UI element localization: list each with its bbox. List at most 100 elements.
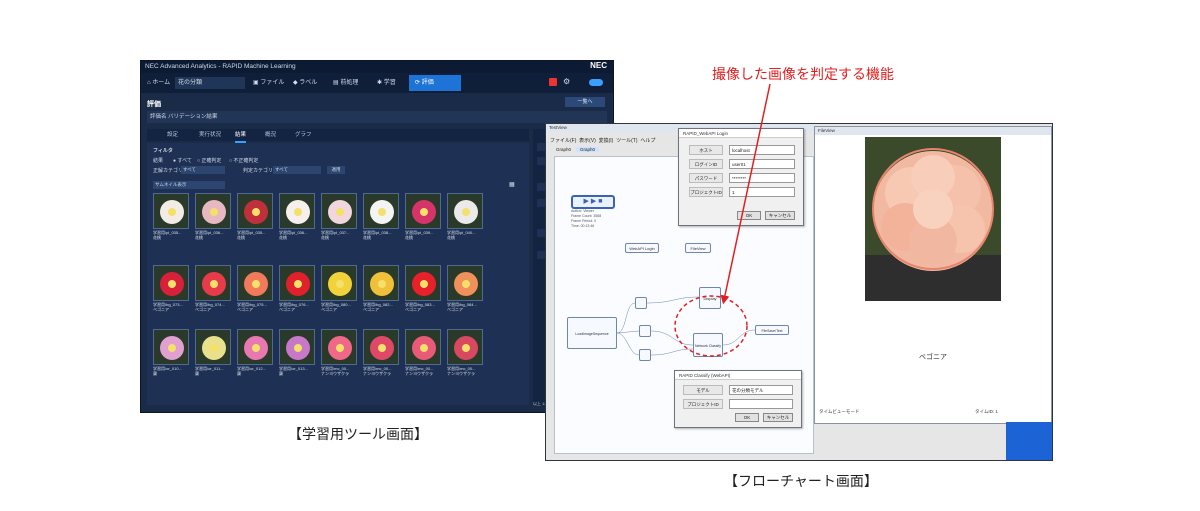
node-load-image[interactable]: LoadImageSequence bbox=[567, 317, 617, 349]
node-split[interactable] bbox=[635, 297, 647, 309]
thumbnail-image[interactable] bbox=[237, 193, 273, 229]
project-select[interactable]: 花の分類 bbox=[175, 77, 245, 89]
notification-icon[interactable] bbox=[549, 78, 557, 86]
thumbnail-image[interactable] bbox=[153, 193, 189, 229]
thumbnail-image[interactable] bbox=[279, 329, 315, 365]
tab-summary[interactable]: 概況 bbox=[265, 132, 277, 138]
filter-option-all[interactable]: ● すべて bbox=[173, 158, 192, 164]
menu-view[interactable]: 表示(V) bbox=[579, 138, 596, 144]
tab-graph0-active[interactable]: Graph0 bbox=[576, 147, 600, 152]
thumbnail-label: ベゴニア bbox=[195, 307, 211, 312]
thumbnail-image[interactable] bbox=[153, 329, 189, 365]
grid-view-icon[interactable]: ▦ bbox=[509, 182, 515, 188]
host-field[interactable]: localhost bbox=[729, 145, 795, 155]
thumbnail-image[interactable] bbox=[321, 265, 357, 301]
node-webapi-login[interactable]: WebAPI Login bbox=[625, 243, 659, 253]
tab-progress[interactable]: 実行状況 bbox=[199, 132, 222, 138]
menu-convert[interactable]: 変換(I) bbox=[598, 138, 614, 144]
viewer-time-status: タイムID: 1 bbox=[975, 409, 998, 414]
flower-center bbox=[294, 344, 302, 352]
tab-settings[interactable]: 設定 bbox=[167, 132, 179, 138]
model-field[interactable]: 花の分類モデル bbox=[729, 385, 793, 395]
info-line: Time: 00:13:46 bbox=[571, 224, 595, 228]
node-network-classify[interactable]: Network Classify bbox=[693, 333, 723, 357]
play-controls[interactable]: ▶ ▶ ■ bbox=[571, 195, 615, 209]
thumbnail-image[interactable] bbox=[153, 265, 189, 301]
nav-file[interactable]: ▣ ファイル bbox=[253, 77, 284, 89]
nav-home-label: ホーム bbox=[152, 80, 171, 86]
thumbnail-image[interactable] bbox=[279, 265, 315, 301]
menu-file[interactable]: ファイル(F) bbox=[550, 138, 577, 144]
nav-preprocess[interactable]: ▤ 前処理 bbox=[333, 77, 358, 89]
login-ok-button[interactable]: OK bbox=[737, 211, 761, 220]
category-select[interactable]: すべて bbox=[181, 166, 225, 174]
flower-center bbox=[252, 344, 260, 352]
login-id-field[interactable]: user01 bbox=[729, 159, 795, 169]
thumbnail-image[interactable] bbox=[363, 329, 399, 365]
thumbnail-caption: 学習用/bg_073... bbox=[153, 302, 183, 307]
tab-graph[interactable]: グラフ bbox=[295, 132, 312, 138]
thumbnail-image[interactable] bbox=[321, 329, 357, 365]
toggle-switch[interactable] bbox=[589, 79, 603, 86]
project-id-field[interactable]: 1 bbox=[729, 187, 795, 197]
info-line: Frame Period: 0 bbox=[571, 219, 597, 223]
results-panel: フィルタ 結果 ● すべて ○ 正確判定 ○ 不正確判定 正解カテゴリ すべて … bbox=[147, 143, 529, 405]
thumbnail-image[interactable] bbox=[405, 193, 441, 229]
thumbnail-image[interactable] bbox=[363, 265, 399, 301]
desktop-background bbox=[1006, 422, 1052, 460]
node-fileview[interactable]: FileView bbox=[685, 243, 711, 253]
classify-project-id-field[interactable] bbox=[729, 399, 793, 409]
nav-train[interactable]: ✱ 学習 bbox=[377, 77, 396, 89]
evaluation-name-row: 評価名 バリデーション結果 bbox=[147, 111, 607, 123]
nav-file-label: ファイル bbox=[260, 80, 285, 86]
menu-help[interactable]: ヘルプ bbox=[640, 138, 656, 144]
filter-option-correct-label: 正確判定 bbox=[201, 158, 222, 164]
flower-center bbox=[252, 208, 260, 216]
menu-bar: ファイル(F) 表示(V) 変換(I) ツール(T) ヘルプ bbox=[550, 137, 655, 144]
login-cancel-button[interactable]: キャンセル bbox=[765, 211, 795, 220]
thumbnail-image[interactable] bbox=[237, 329, 273, 365]
tab-results[interactable]: 結果 bbox=[235, 129, 247, 143]
annotation-label: 撮像した画像を判定する機能 bbox=[712, 66, 894, 82]
flower-center bbox=[378, 280, 386, 288]
nav-evaluate[interactable]: ⟳ 評価 bbox=[409, 75, 461, 91]
node-merge[interactable] bbox=[639, 325, 651, 337]
thumbnail-image[interactable] bbox=[363, 193, 399, 229]
thumbnail-image[interactable] bbox=[405, 265, 441, 301]
filter-option-correct[interactable]: ○ 正確判定 bbox=[197, 158, 222, 164]
node-filesave[interactable]: FileSave/Text bbox=[755, 325, 789, 335]
filter-option-incorrect[interactable]: ○ 不正確判定 bbox=[229, 158, 259, 164]
thumbnail-image[interactable] bbox=[195, 193, 231, 229]
nav-home[interactable]: ⌂ ホーム bbox=[147, 77, 170, 89]
thumbnail-image[interactable] bbox=[195, 329, 231, 365]
thumbnail-caption: 学習用/pl_035... bbox=[237, 230, 266, 235]
thumbnail-image[interactable] bbox=[321, 193, 357, 229]
thumbnail-caption: 学習用/pl_035... bbox=[153, 230, 182, 235]
apply-button[interactable]: 適用 bbox=[327, 166, 345, 174]
thumbnail-label: 花桃 bbox=[237, 235, 245, 240]
classification-result: ベゴニア bbox=[919, 354, 947, 361]
thumbnail-image[interactable] bbox=[447, 265, 483, 301]
tab-graph0[interactable]: Graph0 bbox=[556, 147, 572, 152]
classify-ok-button[interactable]: OK bbox=[735, 413, 759, 422]
graph-info: Author: Viewer Frame Count: 3568 Frame P… bbox=[571, 209, 601, 229]
nav-label[interactable]: ◆ ラベル bbox=[293, 77, 317, 89]
node-merge[interactable] bbox=[639, 349, 651, 361]
thumbnail-image[interactable] bbox=[447, 193, 483, 229]
nav-train-label: 学習 bbox=[383, 80, 396, 86]
classify-dialog-title: RAPID Classify (WebAPI) bbox=[675, 371, 801, 380]
thumbnail-image[interactable] bbox=[279, 193, 315, 229]
thumbnail-caption: 学習用/pl_039... bbox=[405, 230, 434, 235]
list-button[interactable]: 一覧へ bbox=[565, 97, 605, 107]
view-mode-select[interactable]: サムネイル表示 bbox=[153, 181, 225, 189]
classify-cancel-button[interactable]: キャンセル bbox=[763, 413, 793, 422]
thumbnail-image[interactable] bbox=[195, 265, 231, 301]
predicted-select[interactable]: すべて bbox=[273, 166, 321, 174]
thumbnail-label: 花桃 bbox=[405, 235, 413, 240]
thumbnail-image[interactable] bbox=[405, 329, 441, 365]
gear-icon[interactable]: ⚙ bbox=[563, 77, 571, 86]
password-field[interactable]: ******** bbox=[729, 173, 795, 183]
menu-tools[interactable]: ツール(T) bbox=[616, 138, 638, 144]
thumbnail-image[interactable] bbox=[237, 265, 273, 301]
thumbnail-image[interactable] bbox=[447, 329, 483, 365]
